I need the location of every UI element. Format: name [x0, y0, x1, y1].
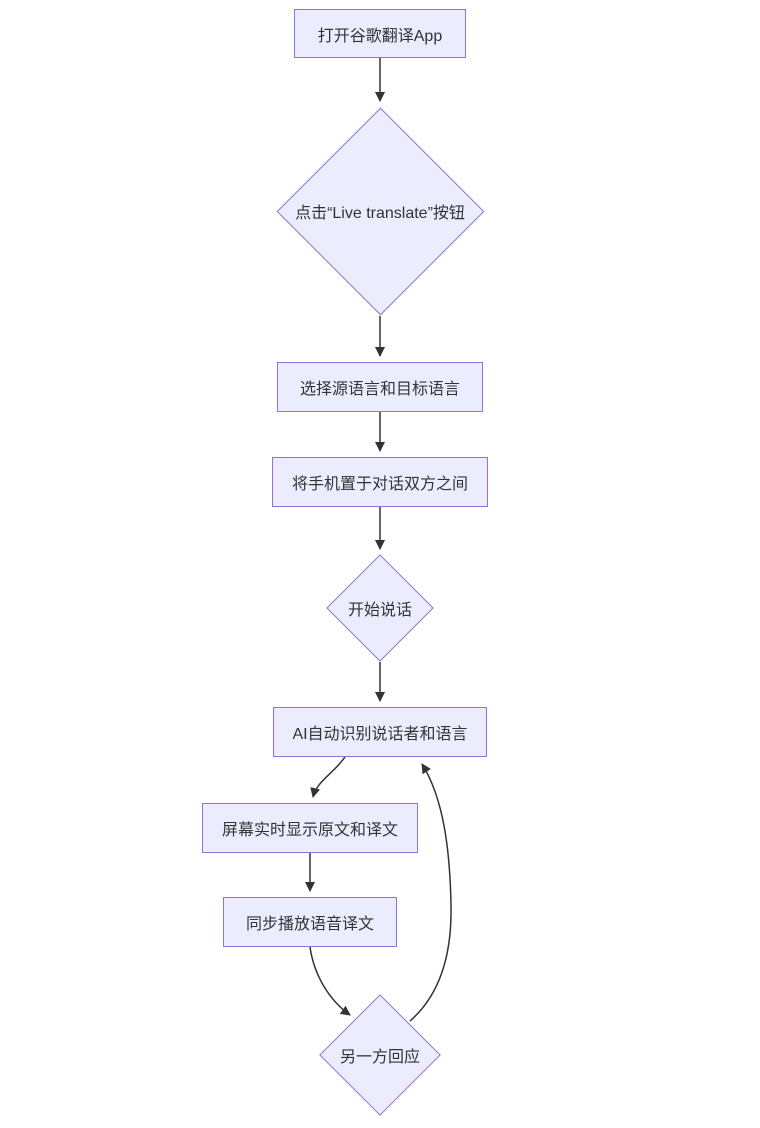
node-other-respond: 另一方回应 [319, 994, 441, 1116]
node-select-languages: 选择源语言和目标语言 [277, 362, 483, 412]
node-place-phone: 将手机置于对话双方之间 [272, 457, 488, 507]
edge-ai-recognize-to-screen-display [310, 756, 346, 798]
node-click-live-translate: 点击“Live translate”按钮 [276, 107, 484, 315]
node-open-app: 打开谷歌翻译App [294, 9, 466, 58]
node-label: 开始说话 [347, 602, 412, 619]
node-label: 点击“Live translate”按钮 [295, 205, 465, 222]
node-ai-recognize: AI自动识别说话者和语言 [273, 707, 487, 757]
node-start-speaking: 开始说话 [326, 554, 434, 662]
node-label: 另一方回应 [339, 1049, 420, 1066]
node-play-audio: 同步播放语音译文 [223, 897, 397, 947]
node-screen-display: 屏幕实时显示原文和译文 [202, 803, 418, 853]
